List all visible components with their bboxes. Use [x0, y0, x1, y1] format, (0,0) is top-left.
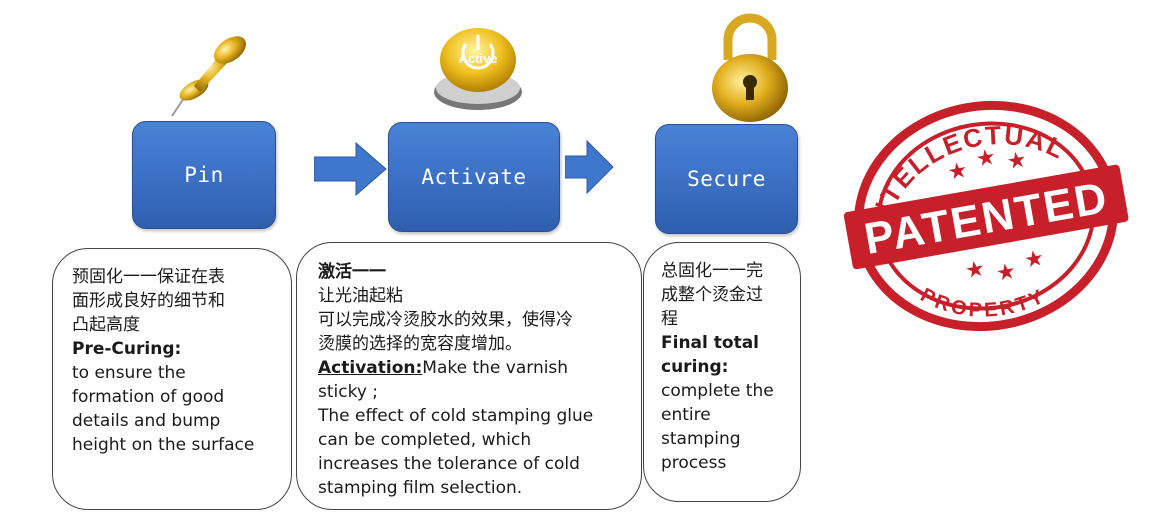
- stamp-star-icon: ★: [974, 145, 998, 173]
- activate-title: Activation:: [318, 358, 423, 378]
- activate-cn-line: 可以完成冷烫胶水的效果，使得冷: [318, 310, 573, 330]
- activate-en-line: The effect of cold stamping glue: [318, 406, 594, 426]
- activate-en-line: sticky ;: [318, 382, 379, 402]
- pin-en-line: formation of good: [72, 387, 225, 407]
- pin-en-line: details and bump: [72, 411, 221, 431]
- activate-button-icon: Active: [434, 28, 522, 110]
- secure-title: Final total: [661, 333, 759, 353]
- activate-icon-label: Active: [458, 51, 497, 66]
- stamp-star-icon: ★: [994, 259, 1018, 287]
- step-pin-label: Pin: [184, 163, 224, 187]
- padlock-icon: [712, 13, 788, 122]
- pin-title: Pre-Curing:: [72, 339, 182, 359]
- patented-stamp: INTELLECTUAL PROPERTY ★ ★ ★ ★ ★ ★ PATENT…: [843, 100, 1129, 335]
- arrow-right-icon: [314, 141, 387, 197]
- activate-cn-line: 让光油起粘: [318, 286, 403, 306]
- activate-cn-title: 激活一一: [318, 262, 386, 282]
- secure-description-box: 总固化一一完 成整个烫金过 程 Final total curing: comp…: [643, 242, 801, 502]
- pushpin-icon: [171, 36, 247, 117]
- secure-cn-line: 总固化一一完: [661, 261, 763, 281]
- pin-cn-line: 预固化一一保证在表: [72, 267, 225, 287]
- stamp-star-icon: ★: [1022, 246, 1046, 274]
- secure-cn-line: 程: [661, 309, 678, 329]
- stamp-star-icon: ★: [963, 256, 987, 284]
- pin-en-line: height on the surface: [72, 435, 255, 455]
- activate-en-line: increases the tolerance of cold: [318, 454, 580, 474]
- pin-en-line: to ensure the: [72, 363, 186, 383]
- pin-cn-line: 面形成良好的细节和: [72, 291, 225, 311]
- step-secure-label: Secure: [687, 167, 766, 191]
- step-activate-label: Activate: [421, 165, 527, 189]
- pin-cn-line: 凸起高度: [72, 315, 140, 335]
- step-activate-box: Activate: [388, 122, 560, 232]
- activate-en-line: stamping film selection.: [318, 478, 523, 498]
- activate-en-first: Make the varnish: [422, 358, 569, 378]
- secure-en-line: entire: [661, 405, 711, 425]
- activate-en-line: can be completed, which: [318, 430, 532, 450]
- secure-en-line: process: [661, 453, 727, 473]
- secure-title: curing:: [661, 357, 729, 377]
- pin-description-box: 预固化一一保证在表 面形成良好的细节和 凸起高度 Pre-Curing: to …: [52, 248, 292, 510]
- arrow-right-icon: [565, 139, 614, 195]
- activate-description-box: 激活一一 让光油起粘 可以完成冷烫胶水的效果，使得冷 烫膜的选择的宽容度增加。 …: [296, 242, 642, 510]
- stamp-star-icon: ★: [1005, 147, 1029, 175]
- secure-en-line: complete the: [661, 381, 774, 401]
- stamp-star-icon: ★: [946, 158, 970, 186]
- secure-en-line: stamping: [661, 429, 741, 449]
- activate-cn-line: 烫膜的选择的宽容度增加。: [318, 334, 522, 354]
- secure-cn-line: 成整个烫金过: [661, 285, 763, 305]
- step-pin-box: Pin: [132, 121, 276, 229]
- step-secure-box: Secure: [655, 124, 798, 234]
